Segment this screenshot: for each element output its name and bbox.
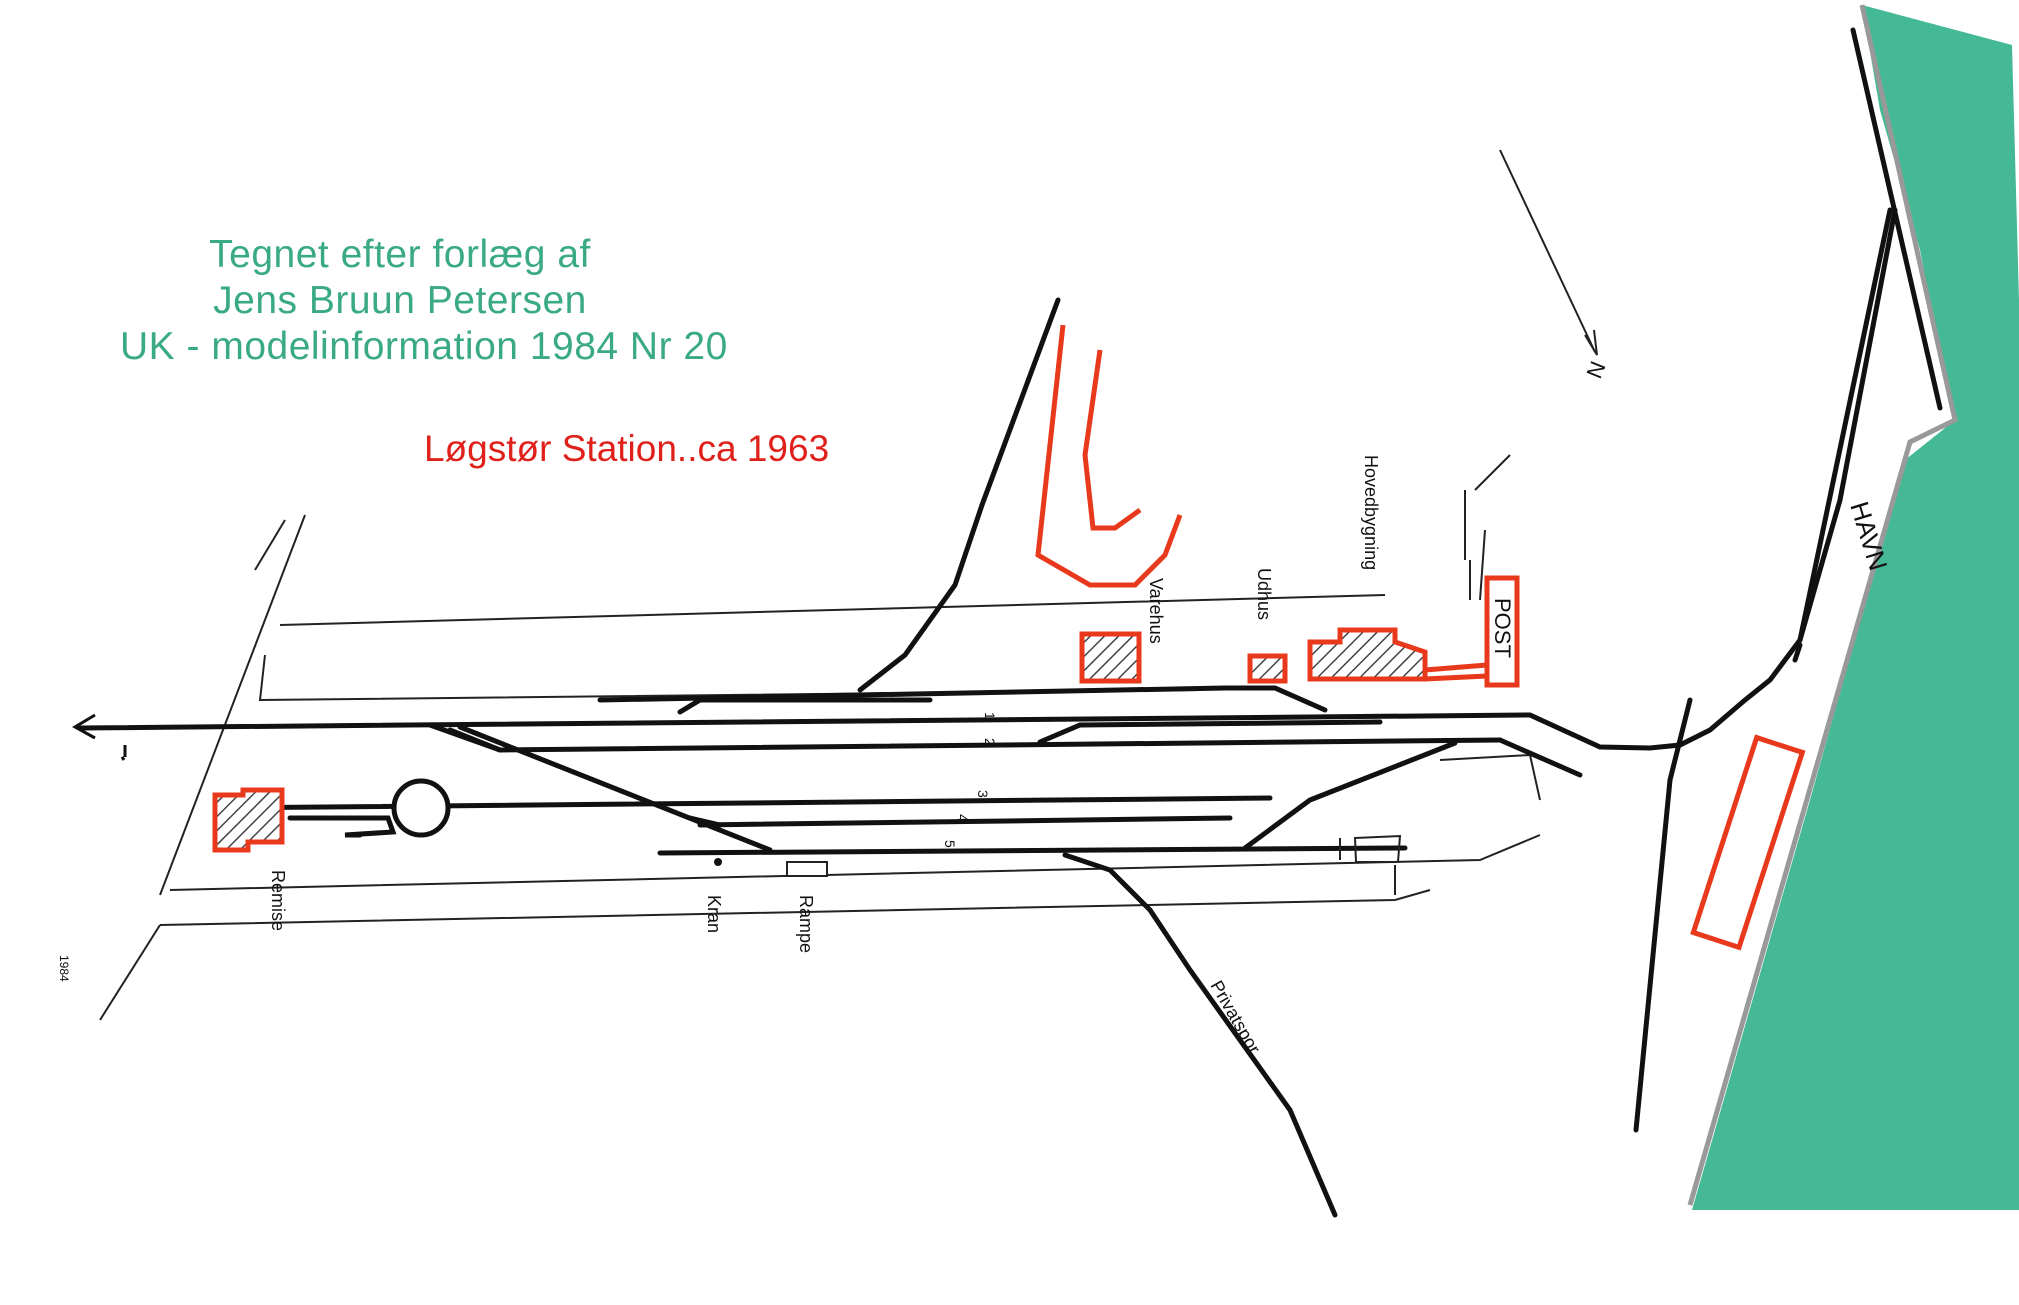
- street-lines: [99, 454, 1541, 1021]
- kran-label: Kran: [704, 895, 724, 933]
- remise-label: Remise: [268, 870, 288, 931]
- post-label: POST: [1490, 598, 1515, 658]
- track-4: [697, 815, 1233, 828]
- track-3: [217, 795, 1273, 811]
- track-2: [497, 737, 1503, 753]
- credit-line-2: Jens Bruun Petersen: [213, 279, 587, 322]
- rampe-platform: [786, 861, 828, 877]
- credit-line-1: Tegnet efter forlæg af: [209, 233, 591, 276]
- buffer-stops: [1339, 834, 1402, 863]
- quay-edge: [1687, 4, 1958, 1206]
- post-building: [1484, 575, 1520, 688]
- north-arrow: [1499, 149, 1598, 356]
- credit-line-3: UK - modelinformation 1984 Nr 20: [120, 325, 728, 368]
- udhus-building: [1247, 653, 1288, 684]
- track-number-2: 2: [982, 738, 998, 746]
- buildings: [212, 324, 1806, 951]
- privatspor-track: [1062, 852, 1338, 1218]
- varehus-building: [1079, 631, 1142, 684]
- privatspor-label: Privatspor: [1207, 977, 1265, 1057]
- harbour-water: [1692, 5, 2019, 1210]
- turntable: [391, 778, 451, 838]
- credit-block: Tegnet efter forlæg af Jens Bruun Peters…: [120, 232, 728, 370]
- signature-year: 1984: [57, 955, 71, 982]
- diagram-title: Løgstør Station..ca 1963: [424, 428, 830, 469]
- direction-arrow: [71, 713, 127, 761]
- north-label: N: [1581, 358, 1610, 382]
- harbour-shed: [1690, 734, 1806, 951]
- track-number-3: 3: [975, 790, 991, 798]
- harbour-track: [1633, 697, 1693, 1133]
- track-number-1: 1: [982, 712, 998, 720]
- udhus-label: Udhus: [1254, 568, 1274, 620]
- track-5: [657, 845, 1408, 856]
- quay-track: [1797, 207, 1898, 643]
- remise-building: [212, 787, 285, 853]
- hovedbygning-label: Hovedbygning: [1361, 455, 1381, 570]
- varehus-label: Varehus: [1146, 578, 1166, 644]
- tracks: [77, 27, 1943, 1218]
- hovedbygning-building: [1307, 627, 1428, 682]
- track-number-5: 5: [942, 840, 958, 848]
- north-building: [1035, 324, 1183, 588]
- rampe-label: Rampe: [796, 895, 816, 953]
- kran-marker: [714, 858, 722, 866]
- track-number-4: 4: [955, 814, 971, 822]
